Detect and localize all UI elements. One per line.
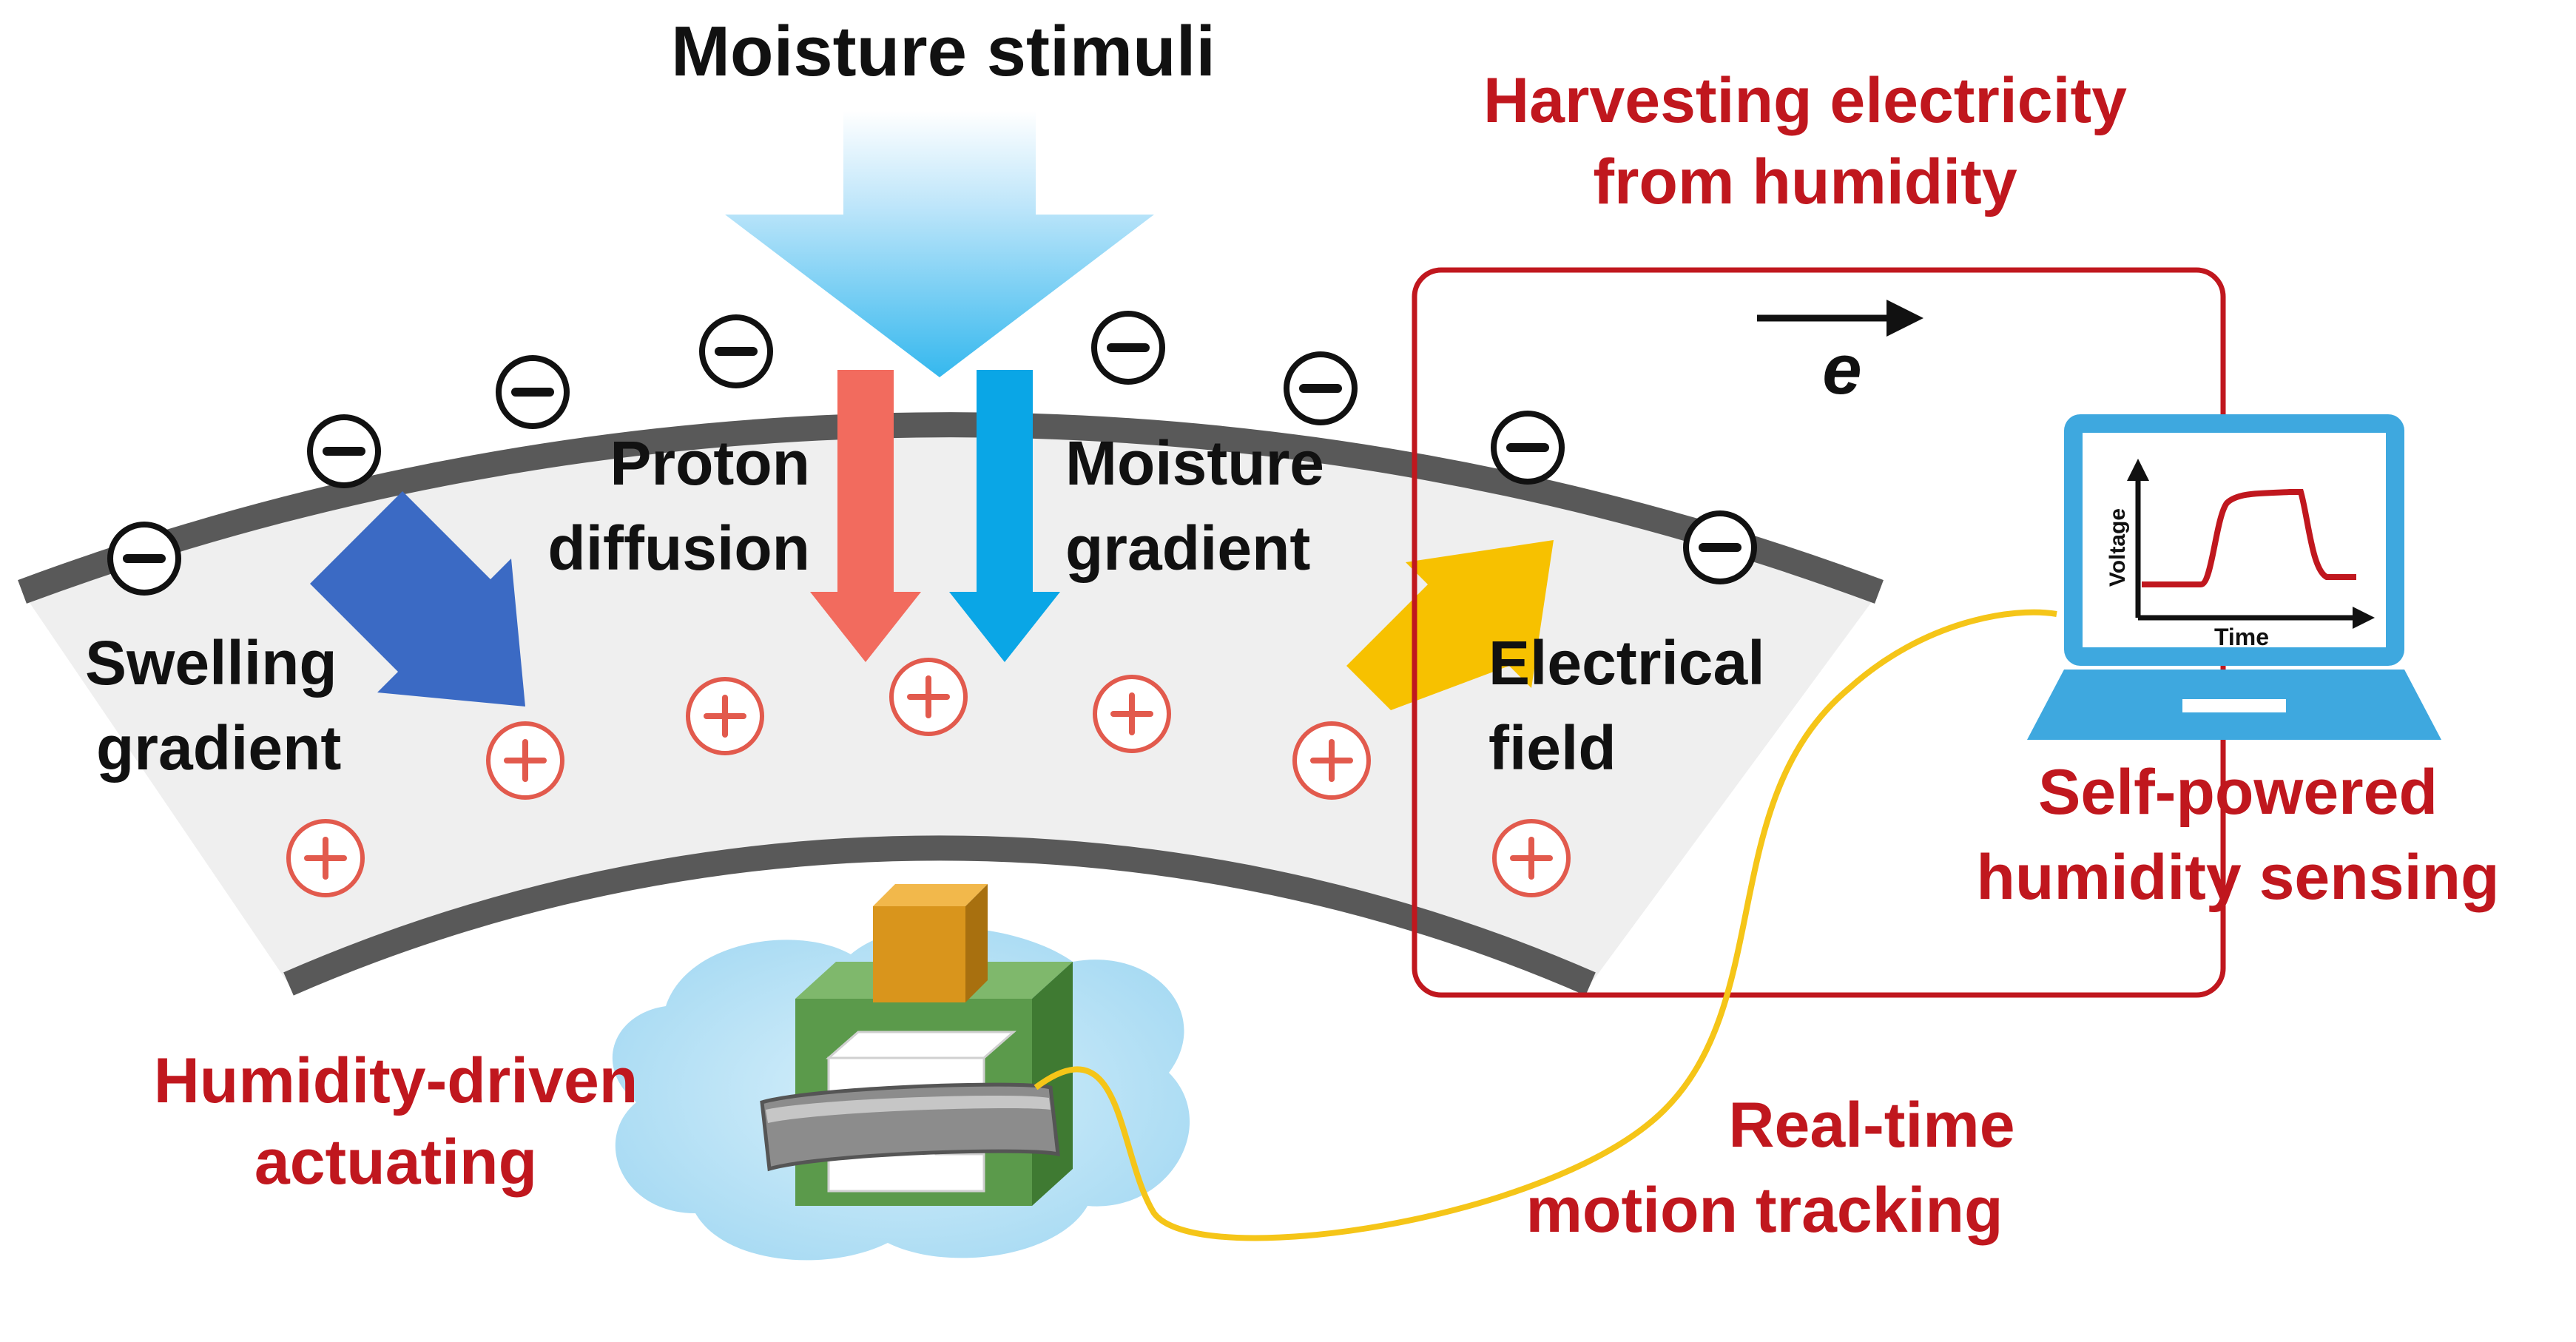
voltage-curve: [2142, 489, 2356, 587]
moisture-gradient-label-line1: Moisture: [1065, 428, 1324, 498]
self-powered-label-line1: Self-powered: [2038, 757, 2438, 828]
plot-ylabel: Voltage: [2105, 508, 2130, 587]
motion-tracking-label-line1: Real-time: [1728, 1090, 2014, 1161]
film-bottom-edge: [283, 835, 1596, 996]
proton-diffusion-label-line1: Proton: [610, 428, 810, 498]
laptop: [2027, 414, 2441, 740]
weight-block: [873, 884, 988, 1002]
harvesting-label-line2: from humidity: [1593, 146, 2017, 218]
proton-diffusion-arrow: [810, 370, 921, 662]
electron-arrow: [1757, 300, 1923, 337]
electrical-field-label-line1: Electrical: [1488, 628, 1765, 698]
actuating-label-line2: actuating: [254, 1127, 537, 1198]
electrical-field-label-line2: field: [1488, 713, 1616, 783]
moisture-stimuli-arrow: [725, 111, 1154, 377]
harvesting-label-line1: Harvesting electricity: [1483, 65, 2127, 136]
positive-signs: [304, 675, 1553, 880]
proton-diffusion-label-line2: diffusion: [547, 513, 810, 583]
swelling-gradient-label-line1: Swelling: [85, 628, 337, 698]
moisture-gradient-label-line2: gradient: [1065, 513, 1310, 583]
self-powered-label-line2: humidity sensing: [1976, 842, 2499, 913]
metal-band-shine: [766, 1096, 1051, 1123]
laptop-plot: [2127, 459, 2375, 629]
actuating-label-line1: Humidity-driven: [154, 1045, 638, 1116]
negative-signs: [123, 343, 1742, 563]
motion-tracking-label-line2: motion tracking: [1525, 1175, 2003, 1246]
swelling-gradient-label-line2: gradient: [96, 713, 341, 783]
electrical-field-arrow: [1346, 540, 1554, 710]
electron-symbol: e: [1822, 330, 1861, 409]
swelling-gradient-arrow: [310, 491, 525, 707]
signal-wire: [1034, 609, 2057, 1241]
moisture-stimuli-title: Moisture stimuli: [671, 12, 1215, 91]
moisture-gradient-arrow: [949, 370, 1060, 662]
film-top-edge: [18, 412, 1884, 604]
plot-xlabel: Time: [2214, 624, 2269, 650]
